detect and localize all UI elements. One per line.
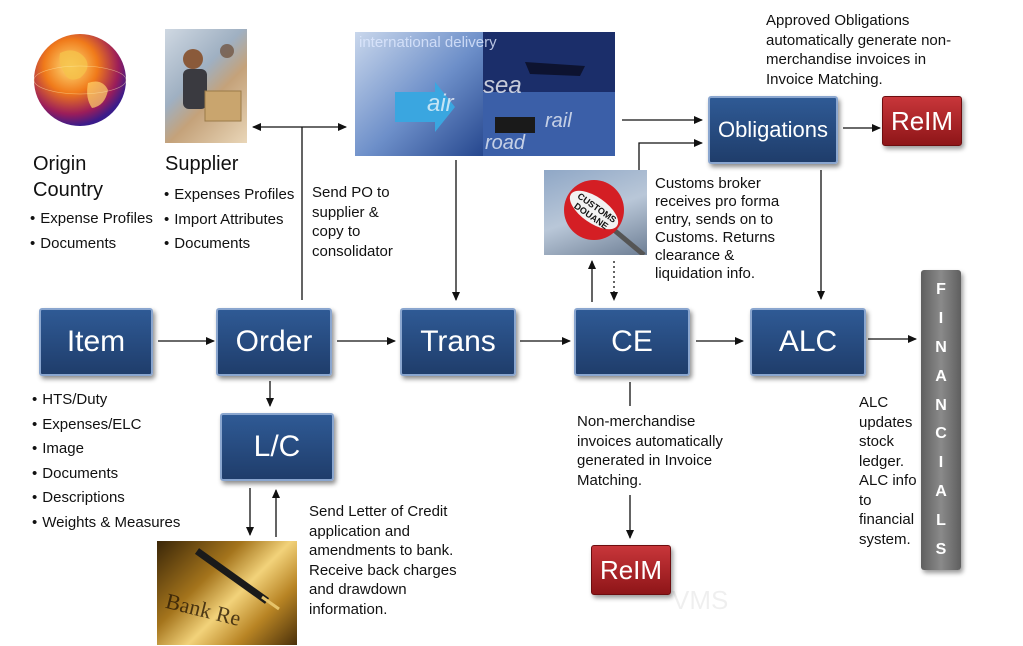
transport-label-road: road (485, 132, 526, 154)
financials-letter: I (938, 454, 944, 472)
ce-note: Non-merchandise invoices automatically g… (577, 413, 723, 489)
list-item: Weights & Measures (32, 511, 180, 536)
list-item: Documents (32, 462, 180, 487)
transport-label-rail: rail (545, 110, 572, 132)
financials-letter: A (935, 367, 947, 385)
list-item: Expense Profiles (30, 207, 153, 232)
alc-box[interactable]: ALC (750, 308, 866, 376)
financials-letter: I (938, 310, 944, 328)
list-item: Expenses/ELC (32, 413, 180, 438)
obligations-box[interactable]: Obligations (708, 96, 838, 164)
list-item: Expenses Profiles (164, 183, 294, 208)
obligations-note: Approved Obligations automatically gener… (766, 12, 952, 88)
item-attributes-list: HTS/Duty Expenses/ELC Image Documents De… (32, 388, 180, 535)
financials-letter: S (935, 540, 947, 558)
list-item: Documents (164, 232, 294, 257)
supplier-list: Expenses Profiles Import Attributes Docu… (164, 183, 294, 257)
bank-image: Bank Re (157, 541, 297, 645)
financials-letter: A (935, 482, 947, 500)
list-item: Descriptions (32, 486, 180, 511)
reim-box-top[interactable]: ReIM (882, 96, 962, 146)
financials-letter: F (936, 281, 946, 299)
reim-box-bottom[interactable]: ReIM (591, 545, 671, 595)
alc-note: ALC updates stock ledger. ALC info to fi… (859, 394, 917, 548)
supplier-photo (165, 29, 247, 143)
list-item: Import Attributes (164, 208, 294, 233)
trans-box[interactable]: Trans (400, 308, 516, 376)
customs-note: Customs broker receives pro forma entry,… (655, 175, 780, 282)
lc-note: Send Letter of Credit application and am… (309, 503, 457, 618)
origin-country-title: Origin Country (33, 153, 104, 201)
financials-letter: N (935, 338, 947, 356)
list-item: Documents (30, 232, 153, 257)
watermark: VMS (672, 585, 729, 615)
globe-image (30, 28, 130, 128)
transport-label-sea: sea (483, 72, 522, 99)
send-po-note: Send PO to supplier & copy to consolidat… (312, 184, 393, 260)
order-box[interactable]: Order (216, 308, 332, 376)
list-item: HTS/Duty (32, 388, 180, 413)
financials-letter: N (935, 396, 947, 414)
supplier-title: Supplier (165, 153, 239, 175)
transport-image: international delivery sea air rail road (355, 32, 615, 156)
item-box[interactable]: Item (39, 308, 153, 376)
transport-label-international: international delivery (359, 34, 497, 51)
customs-sign-image: CUSTOMS DOUANE (544, 170, 647, 255)
transport-label-air: air (427, 90, 454, 117)
financials-letter: C (935, 425, 947, 443)
origin-list: Expense Profiles Documents (30, 207, 153, 256)
ce-box[interactable]: CE (574, 308, 690, 376)
list-item: Image (32, 437, 180, 462)
financials-letter: L (936, 511, 946, 529)
lc-box[interactable]: L/C (220, 413, 334, 481)
arrow-ce-obligations (638, 139, 703, 170)
financials-bar[interactable]: F I N A N C I A L S (921, 270, 961, 570)
